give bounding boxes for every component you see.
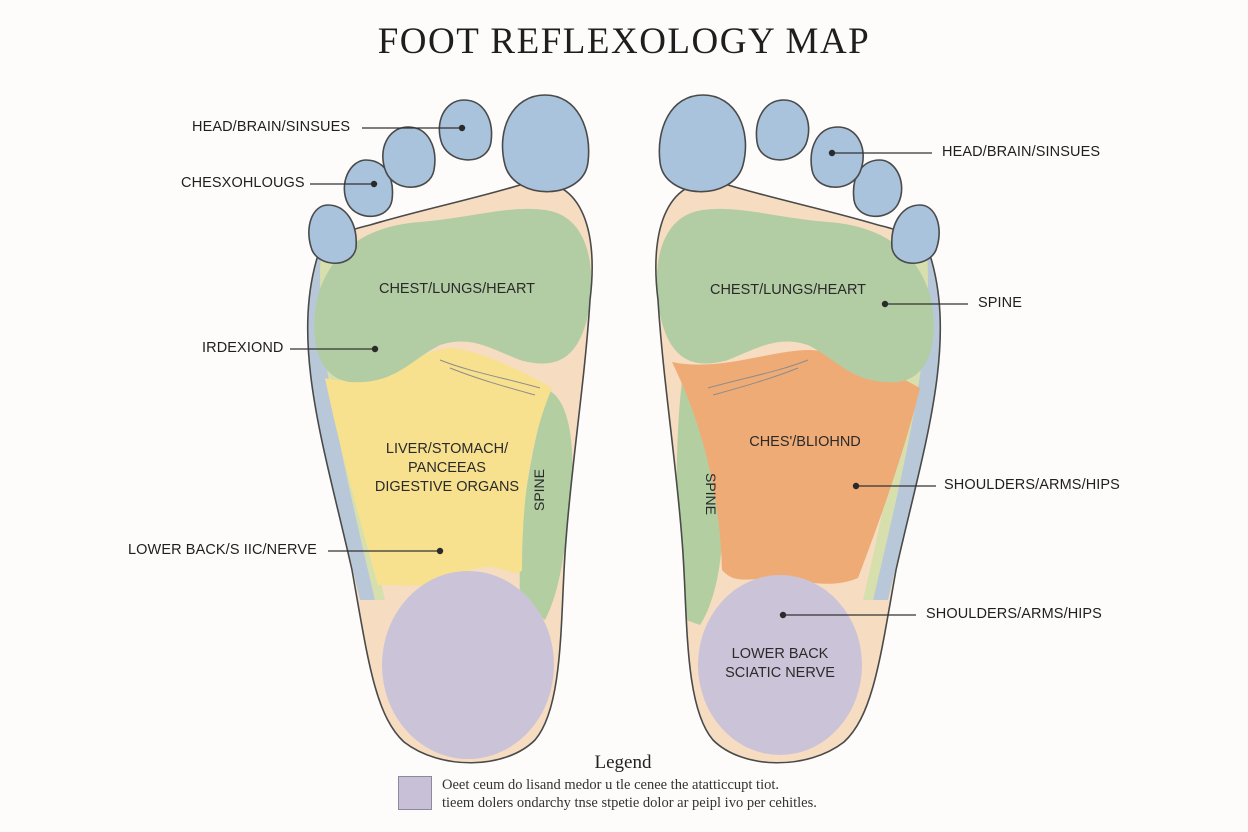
right-toe-1 xyxy=(658,94,747,193)
left-crease-2 xyxy=(449,367,536,396)
left-digestive-line-2: PANCEEAS xyxy=(408,460,486,476)
callout-dot-right-shoulders-lower xyxy=(779,611,787,619)
left-callout-chesx: CHESXOHLOUGS xyxy=(181,175,305,191)
right-foot xyxy=(655,94,942,764)
right-crease-2 xyxy=(712,367,799,396)
right-foot-outline xyxy=(655,181,942,764)
legend-text: Oeet ceum do lisand medor u tle cenee th… xyxy=(442,776,962,812)
left-toe-5 xyxy=(308,204,357,264)
left-heel-zone xyxy=(382,571,554,759)
right-chest-zone xyxy=(656,208,934,383)
callout-dot-left-chesx xyxy=(370,180,378,188)
right-heel-zone xyxy=(698,575,862,755)
right-spine-zone xyxy=(676,380,722,625)
right-orange-zone xyxy=(672,350,920,584)
left-callout-head: HEAD/BRAIN/SINSUES xyxy=(192,119,351,135)
right-toe-3 xyxy=(810,126,864,188)
right-spine-label: SPINE xyxy=(703,473,719,515)
left-digestive-line-1: LIVER/STOMACH/ xyxy=(385,441,509,457)
left-foot xyxy=(306,94,593,764)
right-toe-5 xyxy=(891,204,940,264)
legend-swatch xyxy=(398,776,432,810)
left-foot-outline xyxy=(306,181,593,764)
left-crease-1 xyxy=(439,359,541,389)
right-chest-label: CHEST/LUNGS/HEART xyxy=(709,282,867,298)
left-chest-label: CHEST/LUNGS/HEART xyxy=(378,281,536,297)
right-heel-line-1: LOWER BACK xyxy=(731,646,829,662)
right-orange-label: CHES'/BLIOHND xyxy=(749,434,861,450)
left-callout-lower-back: LOWER BACK/S IIC/NERVE xyxy=(128,542,317,558)
left-toe-2 xyxy=(438,99,493,161)
right-heel-line-2: SCIATIC NERVE xyxy=(725,665,835,681)
page-title: FOOT REFLEXOLOGY MAP xyxy=(377,21,871,62)
left-spine-zone xyxy=(519,390,573,620)
left-chest-zone xyxy=(314,208,592,383)
left-digestive-line-3: DIGESTIVE ORGANS xyxy=(374,479,520,495)
right-callout-head: HEAD/BRAIN/SINSUES xyxy=(942,144,1101,160)
right-callout-spine: SPINE xyxy=(978,295,1023,311)
callout-dot-right-shoulders-upper xyxy=(852,482,860,490)
legend-title: Legend xyxy=(594,752,652,773)
left-callout-irdexiond: IRDEXIOND xyxy=(202,340,284,356)
callout-dot-right-head xyxy=(828,149,836,157)
legend-line-1: Oeet ceum do lisand medor u tle cenee th… xyxy=(442,777,779,793)
right-heel-label: LOWER BACK SCIATIC NERVE xyxy=(720,645,840,683)
right-toe-2 xyxy=(755,99,810,161)
right-callout-shoulders-upper: SHOULDERS/ARMS/HIPS xyxy=(944,477,1120,493)
legend-line-2: tieem dolers ondarchy tnse stpetie dolor… xyxy=(442,795,817,811)
callout-dot-left-irdexiond xyxy=(371,345,379,353)
left-toe-1 xyxy=(501,94,590,193)
left-digestive-label: LIVER/STOMACH/ PANCEEAS DIGESTIVE ORGANS xyxy=(352,440,542,497)
right-callout-shoulders-lower: SHOULDERS/ARMS/HIPS xyxy=(926,606,1102,622)
callout-dots xyxy=(370,124,889,619)
left-digestive-zone xyxy=(325,348,552,586)
left-spine-label: SPINE xyxy=(531,469,547,511)
callout-lines xyxy=(290,127,968,616)
callout-dot-left-lower-back xyxy=(436,547,444,555)
callout-dot-left-head xyxy=(458,124,466,132)
left-toe-3 xyxy=(382,126,436,188)
callout-dot-right-spine xyxy=(881,300,889,308)
right-crease-1 xyxy=(707,359,809,389)
